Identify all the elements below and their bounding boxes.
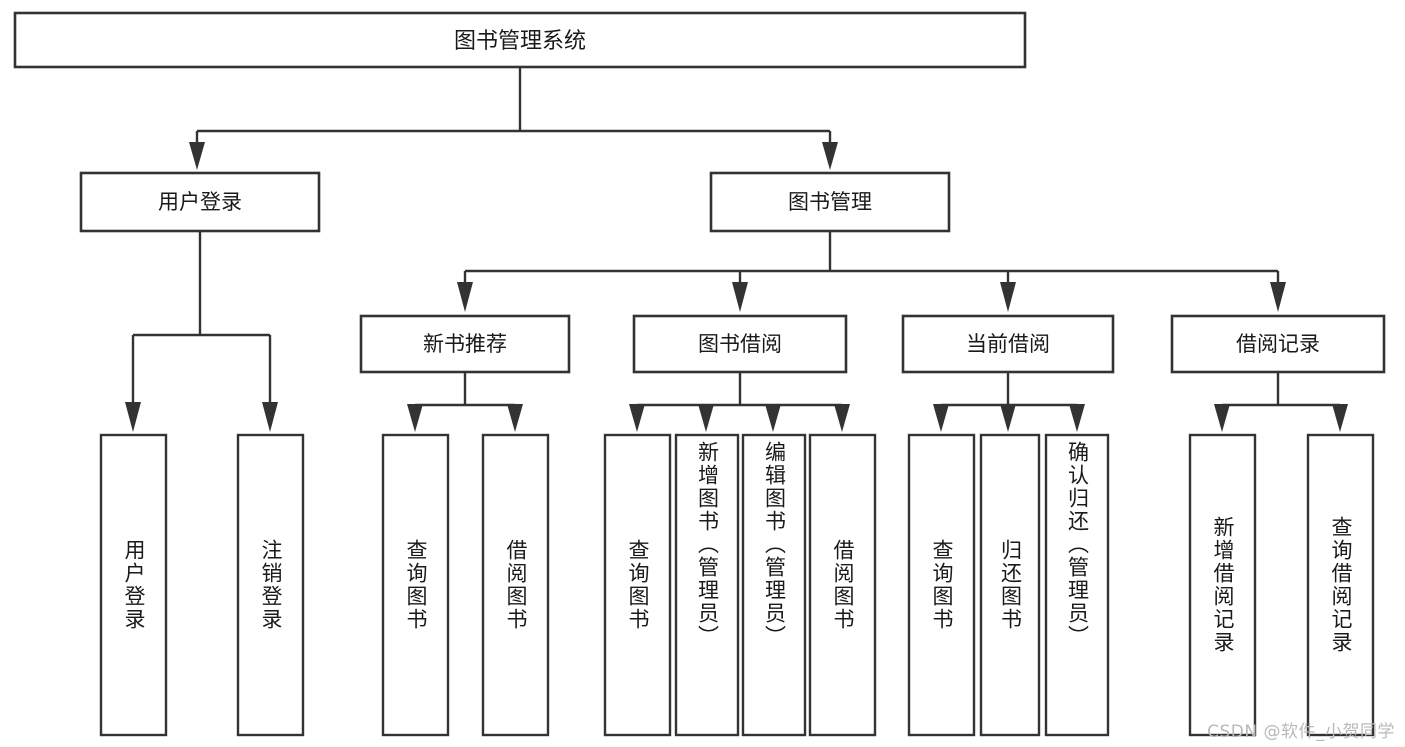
node-user-login[interactable]: 用户登录 (79, 171, 321, 233)
borrow-record-label: 借阅记录 (1236, 332, 1320, 356)
node-book-manage[interactable]: 图书管理 (709, 171, 951, 233)
book-borrow-label: 图书借阅 (698, 332, 782, 356)
arrow-to-current-borrow (1000, 282, 1016, 312)
leaf-box-cb-query[interactable] (907, 433, 976, 737)
node-book-borrow[interactable]: 图书借阅 (632, 314, 848, 374)
root-label: 图书管理系统 (454, 29, 586, 54)
arrow-to-book-borrow (732, 282, 748, 312)
arrow-to-leaf-nb-2 (507, 404, 523, 432)
node-borrow-record[interactable]: 借阅记录 (1170, 314, 1386, 374)
new-book-label: 新书推荐 (423, 332, 507, 356)
leaf-box-br-query[interactable] (1306, 433, 1375, 737)
book-manage-label: 图书管理 (788, 190, 872, 214)
arrow-to-leaf-cb-3 (1069, 404, 1085, 432)
leaf-box-user-login[interactable] (99, 433, 168, 737)
arrow-to-borrow-record (1270, 282, 1286, 312)
user-login-label: 用户登录 (158, 190, 242, 214)
new-book-box (359, 314, 571, 374)
leaf-box-bb-borrow[interactable] (808, 433, 877, 737)
leaf-box-bb-add[interactable] (674, 433, 740, 737)
arrow-to-leaf-bb-1 (629, 404, 645, 432)
arrow-to-user-login (189, 142, 205, 170)
leaf-box-nb-borrow[interactable] (481, 433, 550, 737)
leaf-box-logout[interactable] (236, 433, 305, 737)
arrow-to-leaf-bb-3 (765, 404, 781, 432)
node-current-borrow[interactable]: 当前借阅 (901, 314, 1115, 374)
arrow-to-leaf-bb-2 (698, 404, 714, 432)
arrow-to-book-manage (822, 142, 838, 170)
arrow-to-leaf-cb-1 (933, 404, 949, 432)
arrow-to-leaf-logout (262, 402, 278, 432)
borrow-record-box (1170, 314, 1386, 374)
arrow-to-leaf-nb-1 (407, 404, 423, 432)
root-box (13, 11, 1027, 69)
node-root[interactable]: 图书管理系统 (13, 11, 1027, 69)
arrow-to-leaf-br-1 (1214, 404, 1230, 432)
watermark-text: CSDN @软件_小贺同学 (1207, 722, 1395, 742)
arrow-to-leaf-cb-2 (1000, 404, 1016, 432)
current-borrow-label: 当前借阅 (966, 332, 1050, 356)
leaf-box-cb-return[interactable] (979, 433, 1041, 737)
leaf-box-bb-edit[interactable] (741, 433, 807, 737)
arrow-to-leaf-br-2 (1332, 404, 1348, 432)
leaf-box-cb-confirm[interactable] (1044, 433, 1110, 737)
book-manage-box (709, 171, 951, 233)
arrow-to-new-book (457, 282, 473, 312)
leaf-box-br-add[interactable] (1188, 433, 1257, 737)
node-new-book[interactable]: 新书推荐 (359, 314, 571, 374)
book-borrow-box (632, 314, 848, 374)
leaf-box-nb-query[interactable] (381, 433, 450, 737)
current-borrow-box (901, 314, 1115, 374)
leaf-box-bb-query[interactable] (603, 433, 672, 737)
arrow-to-leaf-bb-4 (834, 404, 850, 432)
arrow-to-leaf-user-login (125, 402, 141, 432)
